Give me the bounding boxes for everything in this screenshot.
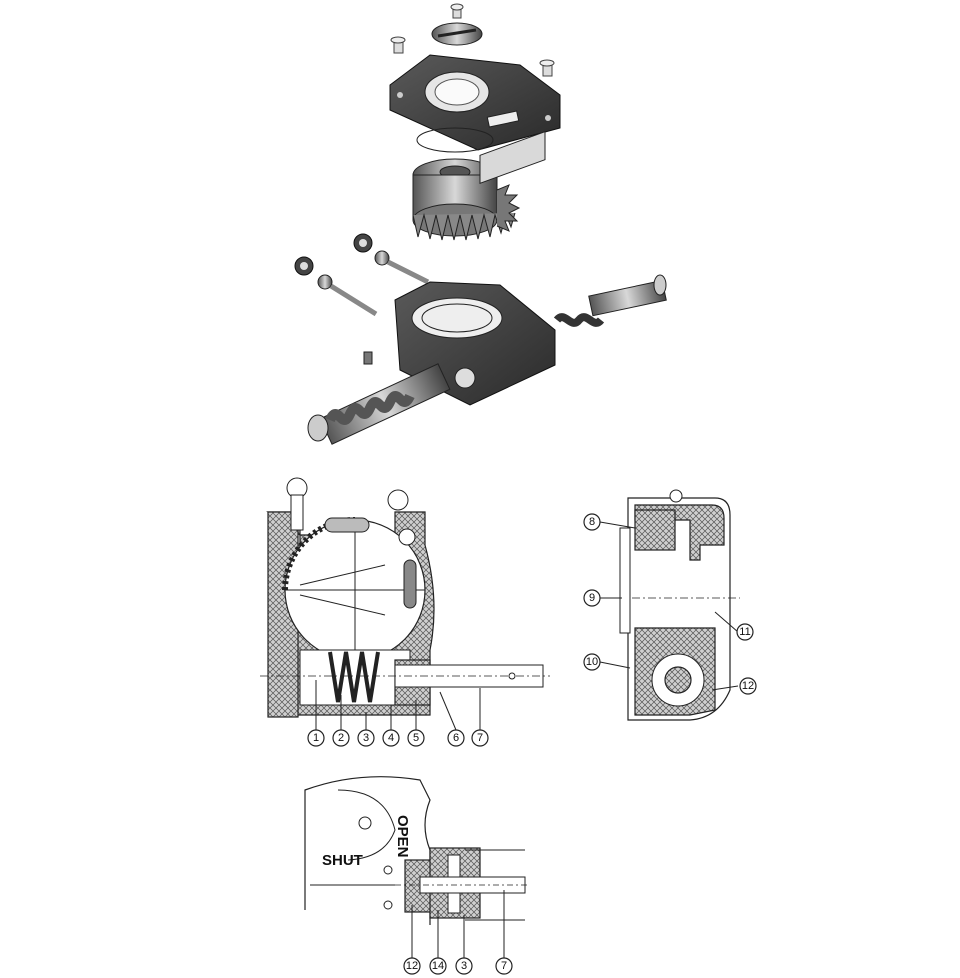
callout-14: 14 [429, 957, 447, 975]
open-label: OPEN [394, 815, 411, 858]
nameplate [324, 517, 370, 533]
worm-section [260, 649, 550, 706]
callout-1-label: 1 [313, 732, 319, 744]
indicator-cap [431, 3, 483, 46]
callout-11-label: 11 [739, 626, 750, 638]
side-section-view: 8 9 10 11 12 [583, 489, 757, 721]
callout-7-detail-label: 7 [501, 960, 507, 972]
callout-3-label: 3 [363, 732, 369, 744]
callout-14-label: 14 [432, 960, 444, 972]
callout-3: 3 [357, 729, 375, 747]
o-ring [416, 127, 494, 153]
input-shaft [553, 274, 667, 327]
callout-3-detail: 3 [455, 957, 473, 975]
cover-plate [389, 54, 561, 151]
exploded-view [294, 3, 667, 445]
front-callouts: 1 2 3 4 5 6 7 [307, 729, 489, 747]
side-callouts: 8 9 10 11 12 [583, 513, 757, 695]
set-screw [363, 351, 373, 365]
cover-screw-left [390, 36, 406, 54]
callout-5-label: 5 [413, 732, 419, 744]
stop-bolt-upper [353, 233, 430, 285]
callout-7-detail: 7 [495, 957, 513, 975]
callout-6: 6 [447, 729, 465, 747]
detail-callouts: 12 14 3 7 [403, 957, 513, 975]
callout-9: 9 [583, 589, 601, 607]
callout-12-label: 12 [742, 680, 754, 692]
shut-label: SHUT [322, 852, 363, 869]
callout-4-label: 4 [388, 732, 394, 744]
cover-screw-right [539, 59, 555, 77]
stop-bolt-lower [294, 256, 378, 317]
callout-12-detail-label: 12 [406, 960, 418, 972]
worm-gear-segment [412, 158, 521, 241]
detail-section-view: OPEN SHUT 12 14 3 7 [304, 776, 530, 975]
callout-7: 7 [471, 729, 489, 747]
callout-2: 2 [332, 729, 350, 747]
cover-bolt-right [387, 489, 416, 546]
callout-8-label: 8 [589, 516, 595, 528]
callout-8: 8 [583, 513, 601, 531]
callout-12: 12 [739, 677, 757, 695]
indicator-slot [403, 559, 417, 609]
callout-4: 4 [382, 729, 400, 747]
worm-shaft [307, 363, 451, 445]
callout-3-detail-label: 3 [461, 960, 467, 972]
callout-7-label: 7 [477, 732, 483, 744]
callout-9-label: 9 [589, 592, 595, 604]
callout-10-label: 10 [586, 656, 598, 668]
callout-6-label: 6 [453, 732, 459, 744]
cover-bolt-left [286, 477, 308, 531]
callout-1: 1 [307, 729, 325, 747]
callout-2-label: 2 [338, 732, 344, 744]
callout-10: 10 [583, 653, 601, 671]
callout-12-detail: 12 [403, 957, 421, 975]
front-section-view: 1 2 3 4 5 6 7 [260, 477, 550, 747]
callout-11: 11 [736, 623, 754, 641]
callout-5: 5 [407, 729, 425, 747]
